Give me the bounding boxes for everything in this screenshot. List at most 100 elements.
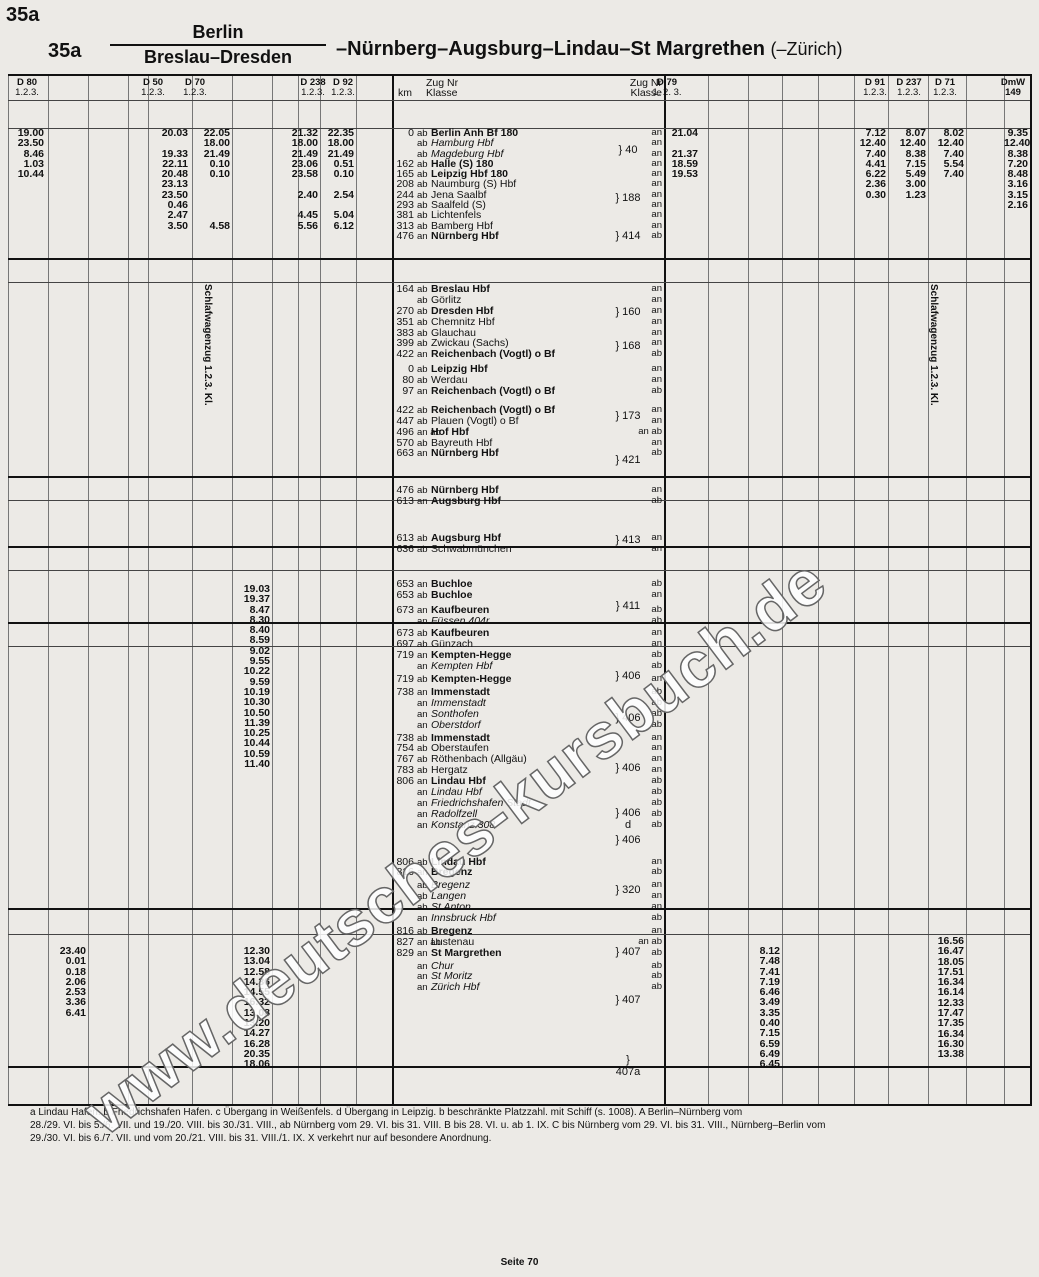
grid-col-line	[854, 76, 855, 1104]
station-arr-dep: ab	[417, 485, 428, 497]
time-value: 4.41	[865, 157, 886, 170]
station-arr-dep-right: an	[651, 363, 662, 375]
time-value: 0.01	[65, 955, 86, 968]
station-name: Leipzig Hbf 180	[431, 168, 509, 181]
station-name: Saalfeld (S)	[431, 199, 486, 212]
train-class: 1.2.3.	[141, 86, 165, 98]
time-value: 23.40	[59, 945, 86, 957]
station-km: 570	[396, 436, 414, 449]
time-value: 14.27	[243, 1027, 270, 1040]
legend-line: 28./29. VI. bis 5./6. VII. und 19./20. V…	[30, 1120, 826, 1131]
time-value: 3.50	[167, 219, 188, 232]
station-km: 613	[396, 532, 414, 545]
station-name: Sonthofen	[431, 707, 479, 720]
station-name: Chemnitz Hbf	[431, 315, 495, 328]
brace-table-ref: } 406	[615, 762, 641, 774]
grid-band-line	[8, 1066, 1030, 1068]
station-km: 636	[396, 543, 414, 556]
station-name: Innsbruck Hbf	[431, 911, 496, 924]
time-value: 2.06	[65, 975, 86, 988]
header-klasse-right: Klasse	[630, 87, 662, 99]
grid-col-line	[320, 76, 321, 1104]
station-name: Schwabmünchen	[431, 543, 512, 556]
station-arr-dep-right: an	[651, 890, 662, 902]
station-arr-dep-right: ab	[651, 649, 662, 661]
station-name: Werdau	[431, 374, 468, 387]
station-arr-dep-right: ab	[651, 614, 662, 626]
station-km: 806	[396, 855, 414, 868]
station-km: 719	[396, 649, 414, 662]
station-arr-dep: an	[417, 578, 428, 590]
station-arr-dep: an	[417, 719, 428, 731]
time-value: 21.49	[327, 147, 354, 160]
station-arr-dep-right: ab	[651, 577, 662, 589]
station-km: 673	[396, 603, 414, 616]
station-arr-dep-right: an	[651, 168, 662, 180]
brace-table-ref: } 160	[615, 306, 641, 318]
station-arr-dep: ab	[417, 200, 428, 212]
time-value	[192, 179, 230, 189]
grid-col-line	[48, 76, 49, 1104]
brace-table-ref: } 421	[615, 454, 641, 466]
time-value: 16.30	[937, 1037, 964, 1050]
time-value: 0.18	[65, 965, 86, 978]
station-name: Immenstadt	[431, 696, 486, 709]
time-value: 18.00	[203, 137, 230, 150]
station-name: Leipzig Hbf	[431, 363, 488, 376]
time-value: 10.44	[17, 168, 44, 181]
time-value: 14.55	[243, 986, 270, 999]
station-name: Günzach	[431, 638, 474, 651]
train-name: D 91	[864, 77, 886, 88]
station-arr-dep-right: ab	[651, 495, 662, 507]
station-arr-dep-right: an	[651, 199, 662, 211]
time-value: 6.22	[865, 168, 886, 181]
station-arr-dep: an	[417, 604, 428, 616]
time-value: 20.03	[161, 127, 188, 139]
time-value: 19.37	[243, 593, 270, 606]
time-value: 13.04	[243, 955, 270, 968]
train-class: 1.2.3.	[863, 86, 887, 98]
time-value: 8.48	[1007, 168, 1028, 181]
station-name: Reichenbach (Vogtl) o Bf	[431, 403, 556, 416]
grid-col-line	[232, 76, 233, 1104]
train-name: D 71	[934, 77, 956, 88]
station-name: Oberstdorf	[431, 718, 481, 731]
time-value: 6.45	[759, 1058, 780, 1071]
brace-table-ref: } 168	[615, 340, 641, 352]
sleeper-label-right: Schlafwagenzug 1.2.3. Kl.	[928, 284, 939, 406]
station-arr-dep: ab	[417, 220, 428, 232]
station-arr-dep-right: an	[651, 673, 662, 685]
station-arr-dep-right: ab	[651, 796, 662, 808]
train-class: 1.2.3.	[183, 86, 207, 98]
time-value: 23.50	[161, 188, 188, 201]
time-value: 18.59	[671, 157, 698, 170]
station-km: 783	[396, 764, 414, 777]
station-name: Magdeburg Hbf	[431, 147, 504, 160]
station-arr-dep-right: ab	[651, 775, 662, 787]
time-value: 16.32	[243, 996, 270, 1009]
station-km: 767	[396, 753, 414, 766]
time-value: 14.36	[243, 975, 270, 988]
station-name: Bregenz	[431, 924, 473, 937]
grid-col-line	[148, 76, 149, 1104]
time-value: 12.33	[937, 996, 964, 1009]
station-name: Nürnberg Hbf	[431, 229, 499, 242]
station-name: Nürnberg Hbf	[431, 447, 499, 460]
time-value: 8.38	[905, 147, 926, 160]
station-arr-dep: ab	[417, 589, 428, 601]
station-arr-dep: ab	[417, 437, 428, 449]
time-value: 6.12	[333, 219, 354, 232]
